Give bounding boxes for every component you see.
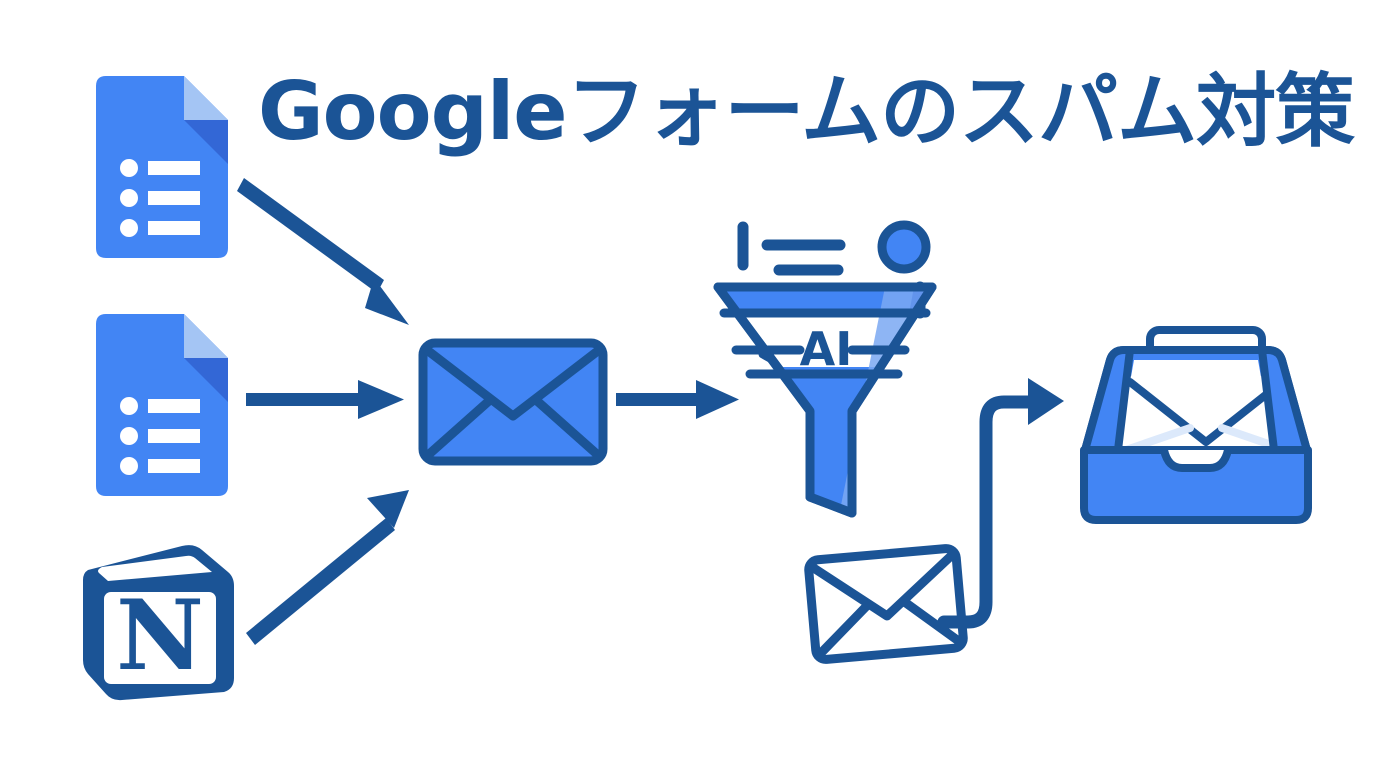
inbox-tray-icon	[1078, 298, 1314, 526]
google-forms-icon-top	[84, 72, 232, 262]
arrow-form-middle-to-mail-icon	[246, 378, 406, 422]
arrow-clean-mail-to-inbox-icon	[937, 370, 1080, 635]
arrow-notion-to-mail-icon	[234, 470, 424, 645]
envelope-filled-icon	[418, 338, 608, 466]
google-forms-icon	[96, 76, 228, 258]
arrow-form-top-to-mail-icon	[234, 160, 424, 335]
page-title: Googleフォームのスパム対策	[258, 65, 1355, 158]
notion-icon: N	[78, 534, 243, 704]
funnel-ai-icon: AI	[700, 215, 950, 535]
envelope-outline-icon	[804, 544, 968, 664]
notion-icon: N	[83, 545, 234, 701]
ai-badge-label: AI	[800, 322, 853, 376]
notion-letter: N	[116, 579, 204, 692]
google-forms-icon-middle	[84, 310, 232, 500]
arrow-mail-to-filter-icon	[616, 378, 741, 422]
google-forms-icon	[96, 314, 228, 496]
funnel-rules	[719, 308, 931, 379]
avatar-circle	[877, 220, 931, 274]
